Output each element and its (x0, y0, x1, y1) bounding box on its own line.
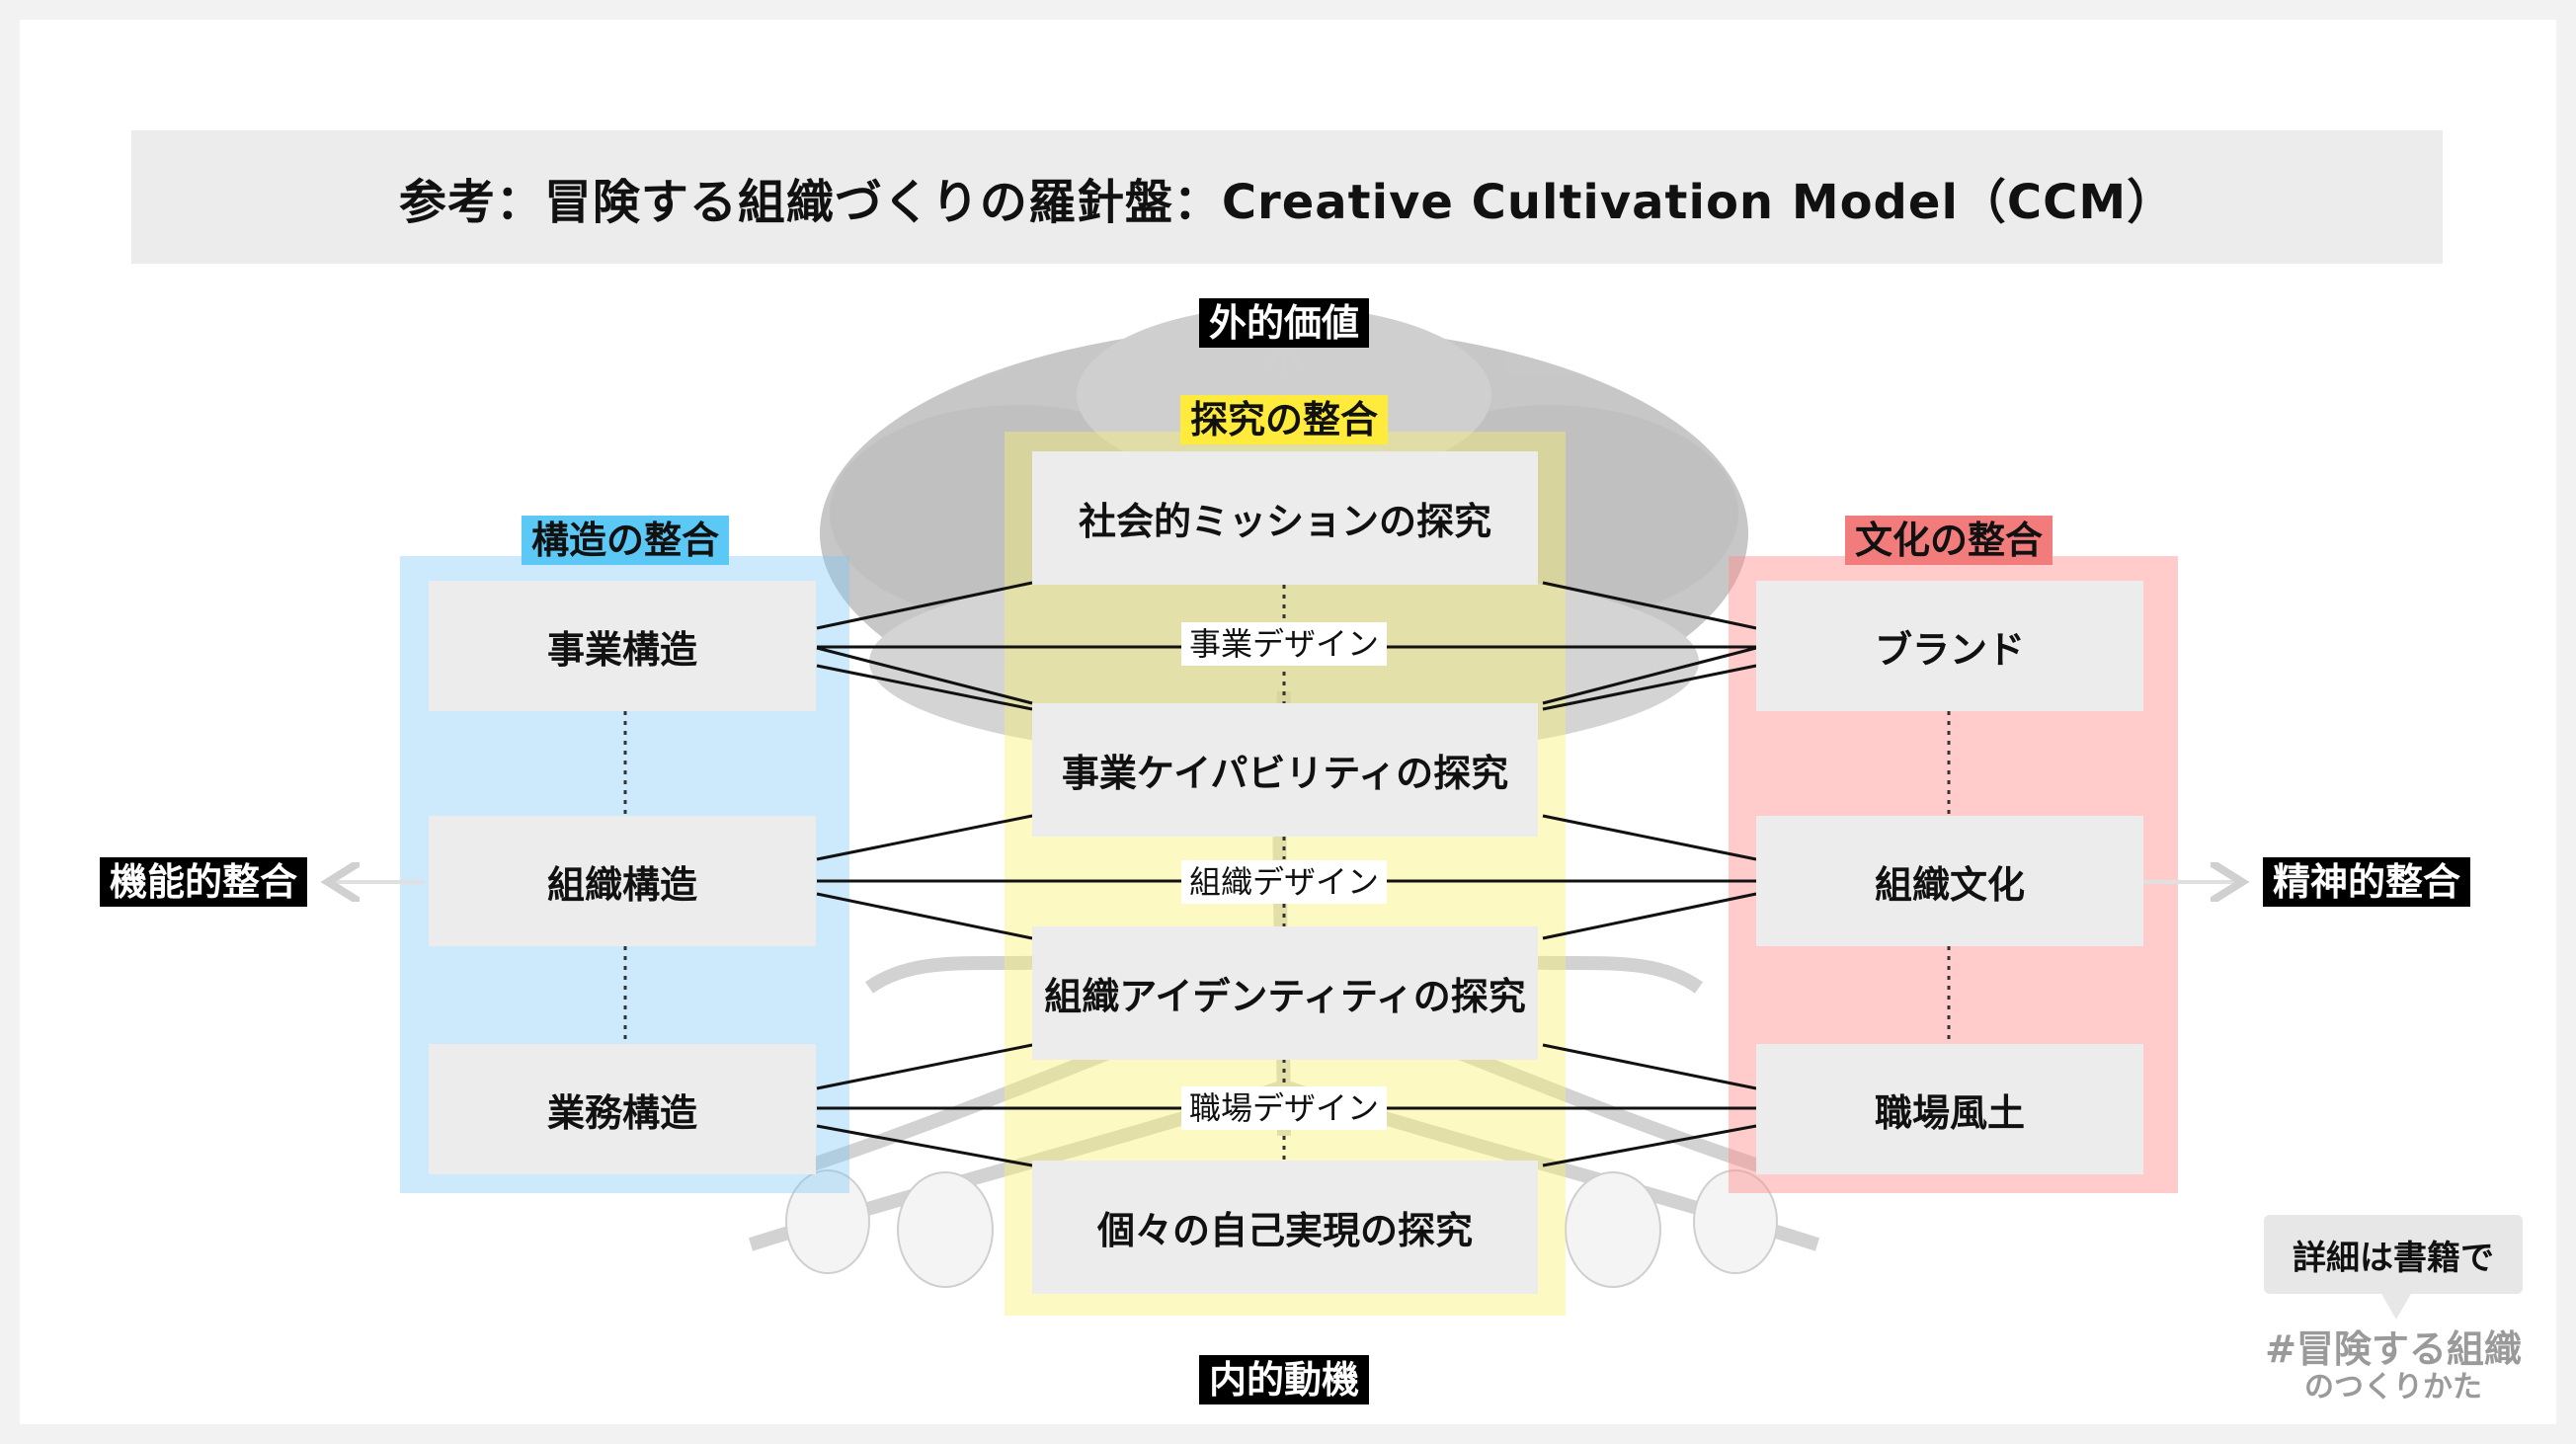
social-mission-box: 社会的ミッションの探究 (1032, 451, 1538, 585)
business-structure-box: 事業構造 (429, 581, 816, 711)
inquiry-group-label: 探究の整合 (1179, 395, 1389, 444)
page-title: 参考：冒険する組織づくりの羅針盤：Creative Cultivation Mo… (131, 130, 2443, 264)
axis-right-label: 精神的整合 (2262, 857, 2471, 907)
book-callout: 詳細は書籍で (2264, 1215, 2523, 1294)
work-structure-box: 業務構造 (429, 1044, 816, 1174)
business-capability-box: 事業ケイパビリティの探究 (1032, 703, 1538, 837)
workplace-design-label: 職場デザイン (1180, 1086, 1388, 1130)
hashtag-logo: #冒険する組織 のつくりかた (2240, 1327, 2546, 1404)
brand-box: ブランド (1756, 581, 2143, 711)
callout-tail (2380, 1292, 2412, 1320)
self-realization-box: 個々の自己実現の探究 (1032, 1161, 1538, 1294)
axis-left-label: 機能的整合 (99, 857, 308, 907)
axis-bottom-label: 内的動機 (1198, 1355, 1370, 1404)
organization-identity-box: 組織アイデンティティの探究 (1032, 926, 1538, 1060)
organization-culture-box: 組織文化 (1756, 816, 2143, 946)
organization-structure-box: 組織構造 (429, 816, 816, 946)
hashtag-line2: のつくりかた (2304, 1369, 2482, 1404)
culture-group-label: 文化の整合 (1844, 516, 2053, 565)
structure-group-label: 構造の整合 (521, 516, 730, 565)
workplace-climate-box: 職場風土 (1756, 1044, 2143, 1174)
hashtag-line1: #冒険する組織 (2265, 1327, 2522, 1371)
root-bulbs (785, 1169, 1778, 1288)
business-design-label: 事業デザイン (1180, 622, 1388, 666)
axis-top-label: 外的価値 (1198, 298, 1370, 348)
organization-design-label: 組織デザイン (1180, 860, 1388, 904)
